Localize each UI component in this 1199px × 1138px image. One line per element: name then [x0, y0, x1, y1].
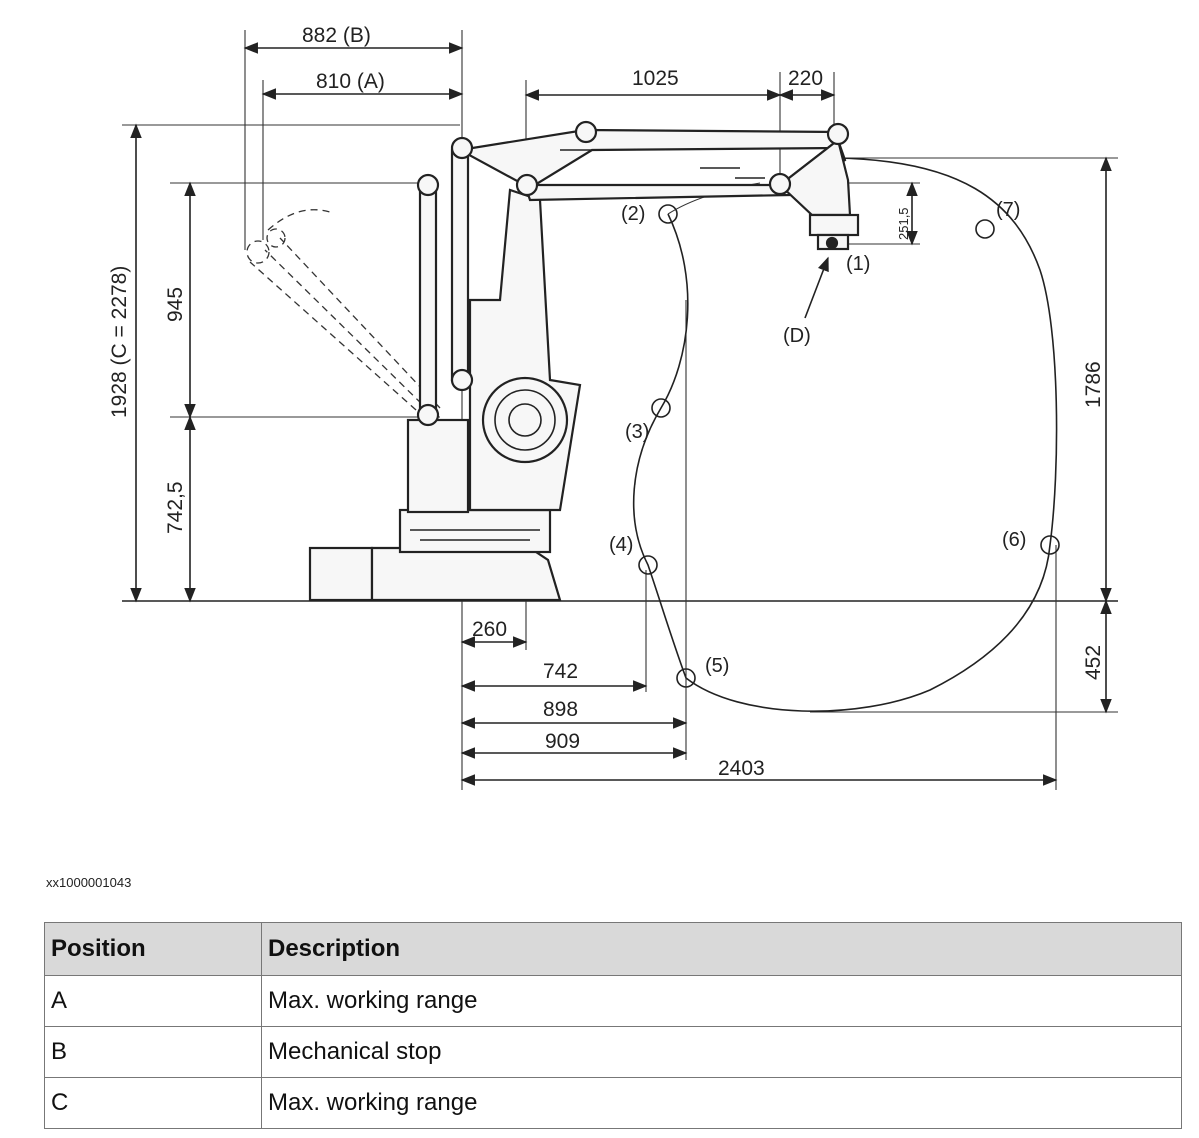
position-label-2: (2) [621, 203, 645, 225]
working-range-envelope [632, 157, 1058, 712]
dim-810-label: 810 (A) [316, 70, 385, 93]
table-row: A Max. working range [44, 975, 1182, 1027]
position-label-5: (5) [705, 655, 729, 677]
dim-1786-label: 1786 [1082, 361, 1105, 408]
dim-1928-label: 1928 (C = 2278) [108, 266, 131, 418]
position-label-3: (3) [625, 421, 649, 443]
cell-description: Mechanical stop [261, 1026, 1182, 1078]
robot-working-range-diagram: 882 (B) 810 (A) 1025 220 1928 (C = 2278)… [108, 24, 1118, 790]
dim-220-label: 220 [788, 67, 823, 90]
image-reference-id: xx1000001043 [46, 875, 132, 890]
table-row: B Mechanical stop [44, 1026, 1182, 1078]
dim-1025-label: 1025 [632, 67, 679, 90]
position-marker-2 [658, 204, 678, 224]
table-row: C Max. working range [44, 1077, 1182, 1129]
robot-body [308, 120, 860, 602]
position-label-6: (6) [1002, 529, 1026, 551]
position-marker-4 [638, 555, 658, 575]
cell-position: A [44, 975, 262, 1027]
position-marker-6 [1040, 535, 1060, 555]
dim-945-label: 945 [164, 287, 187, 322]
mechanical-stop-ghost [246, 209, 441, 419]
position-label-7: (7) [996, 199, 1020, 221]
dim-452-label: 452 [1082, 645, 1105, 680]
cell-description: Max. working range [261, 1077, 1182, 1129]
position-description-table: Position Description A Max. working rang… [44, 922, 1182, 1129]
header-description: Description [261, 922, 1182, 976]
dim-909-label: 909 [545, 730, 580, 753]
position-label-1: (1) [846, 253, 870, 275]
dim-898-label: 898 [543, 698, 578, 721]
dim-742-label: 742 [543, 660, 578, 683]
cell-description: Max. working range [261, 975, 1182, 1027]
cell-position: B [44, 1026, 262, 1078]
dim-742-5-label: 742,5 [164, 481, 187, 534]
table-header-row: Position Description [44, 922, 1182, 976]
position-marker-7 [975, 219, 995, 239]
cell-position: C [44, 1077, 262, 1129]
dim-882-label: 882 (B) [302, 24, 371, 47]
position-label-d: (D) [783, 325, 811, 347]
dim-2403-label: 2403 [718, 757, 765, 780]
header-position: Position [44, 922, 262, 976]
dim-260-label: 260 [472, 618, 507, 641]
position-marker-5 [676, 668, 696, 688]
position-label-4: (4) [609, 534, 633, 556]
dim-251-5-label: 251,5 [896, 207, 911, 240]
position-marker-3 [651, 398, 671, 418]
pointer-d-line [804, 256, 829, 319]
